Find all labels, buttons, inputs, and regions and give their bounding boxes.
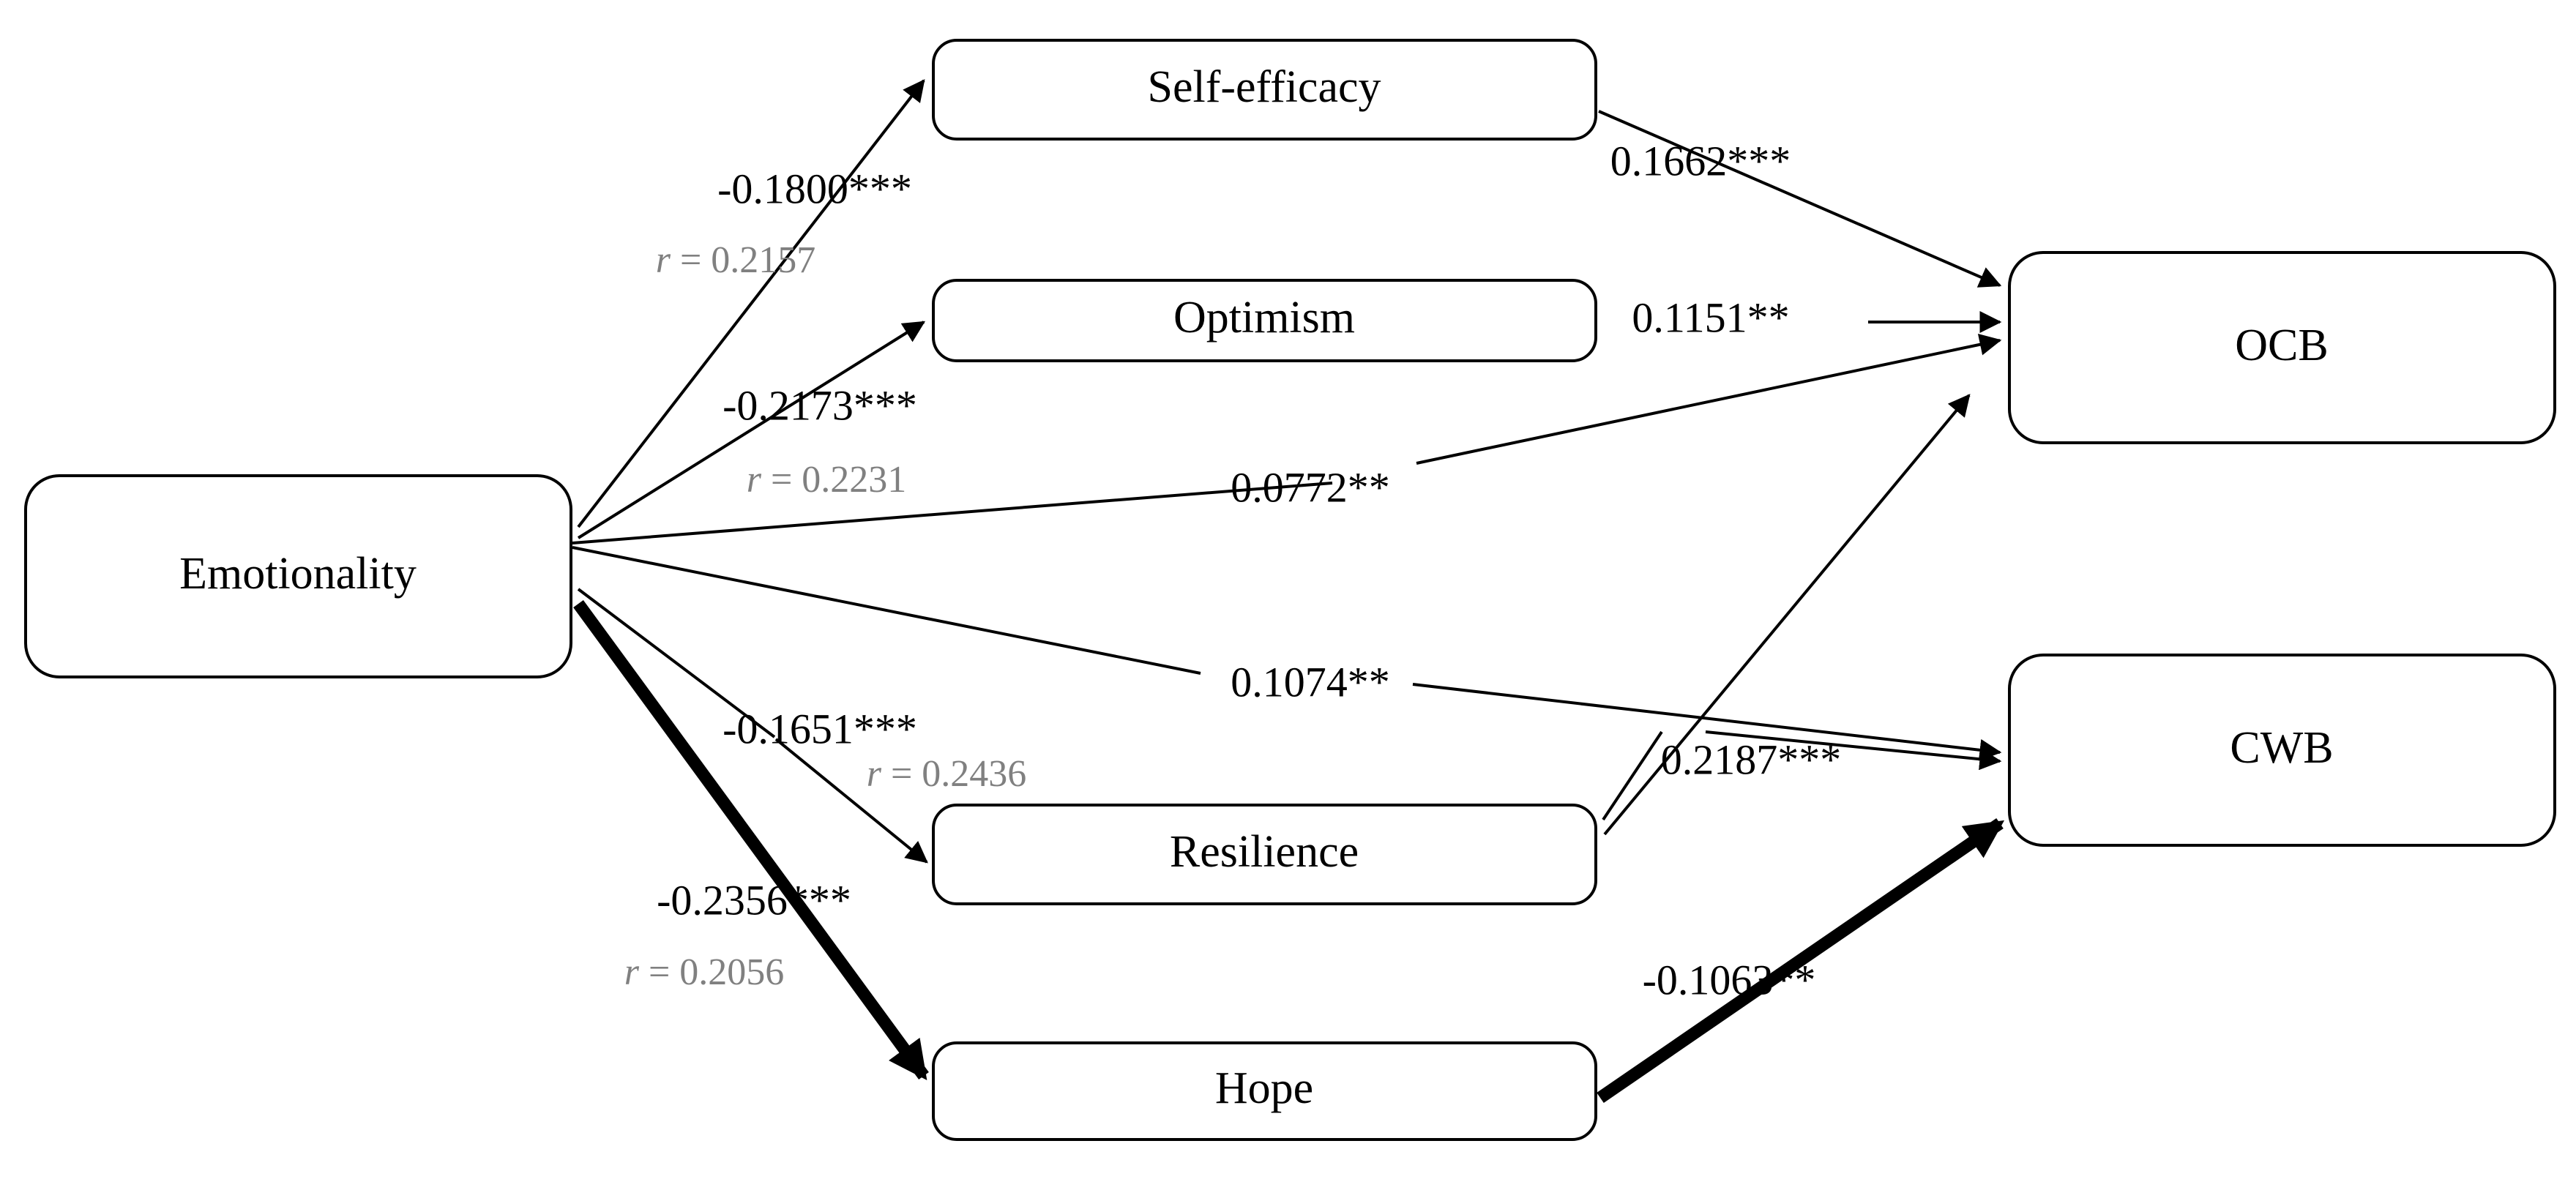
edge-resilience-to-cwb-seg2 (1705, 730, 2002, 771)
edge-emotionality-to-optimism (577, 321, 926, 539)
edge-self-efficacy-to-ocb (1598, 110, 2002, 288)
node-self-efficacy[interactable]: Self-efficacy (932, 39, 1597, 141)
edge-emotionality-to-ocb-seg2 (1416, 334, 2002, 465)
coef-emotionality-resilience: -0.1651*** (723, 705, 917, 752)
node-optimism[interactable]: Optimism (932, 279, 1597, 362)
node-optimism-label: Optimism (1173, 293, 1355, 343)
edge-emotionality-to-cwb-seg1 (572, 546, 1201, 675)
node-hope[interactable]: Hope (932, 1041, 1597, 1141)
node-self-efficacy-label: Self-efficacy (1148, 62, 1381, 112)
node-ocb[interactable]: OCB (2008, 251, 2556, 444)
edge-emotionality-to-self-efficacy (577, 79, 925, 528)
node-emotionality-label: Emotionality (179, 549, 417, 599)
edge-emotionality-to-resilience-seg1 (577, 588, 776, 738)
coef-emotionality-cwb: 0.1074** (1231, 658, 1390, 706)
node-resilience-label: Resilience (1170, 827, 1359, 877)
coef-emotionality-hope: -0.2356*** (657, 876, 851, 924)
edge-emotionality-to-ocb-seg1 (572, 482, 1333, 545)
edge-emotionality-to-hope (573, 599, 929, 1080)
correlation-resilience: r = 0.2436 (867, 753, 1027, 795)
node-hope-label: Hope (1215, 1063, 1313, 1113)
correlation-self-efficacy: r = 0.2157 (656, 239, 816, 281)
coef-emotionality-optimism: -0.2173*** (723, 381, 917, 429)
node-cwb-box (2008, 654, 2556, 847)
edge-emotionality-to-resilience-seg2 (774, 738, 928, 864)
node-ocb-box (2008, 251, 2556, 444)
node-ocb-label: OCB (2235, 321, 2328, 370)
edge-resilience-to-ocb (1603, 394, 1971, 836)
edge-emotionality-to-cwb-seg2 (1412, 683, 2002, 761)
edge-hope-to-cwb (1597, 817, 2005, 1104)
edge-resilience-to-cwb-seg1 (1602, 730, 1663, 821)
node-resilience[interactable]: Resilience (932, 804, 1597, 905)
node-resilience-box (932, 804, 1597, 905)
node-hope-box (932, 1041, 1597, 1141)
node-cwb-label: CWB (2230, 723, 2333, 773)
coef-optimism-ocb: 0.1151** (1632, 293, 1789, 341)
node-emotionality-box (24, 474, 572, 678)
coef-resilience-cwb: 0.2187*** (1661, 736, 1842, 783)
coef-self-efficacy-ocb: 0.1662*** (1610, 137, 1791, 184)
node-emotionality[interactable]: Emotionality (24, 474, 572, 678)
correlation-optimism: r = 0.2231 (747, 459, 907, 501)
coef-emotionality-ocb: 0.0772** (1231, 463, 1390, 511)
node-self-efficacy-box (932, 39, 1597, 141)
node-cwb[interactable]: CWB (2008, 654, 2556, 847)
correlation-hope: r = 0.2056 (624, 951, 785, 993)
coef-hope-cwb: -0.1063** (1643, 956, 1816, 1003)
node-optimism-box (932, 279, 1597, 362)
coef-emotionality-self-efficacy: -0.1800*** (717, 165, 912, 212)
